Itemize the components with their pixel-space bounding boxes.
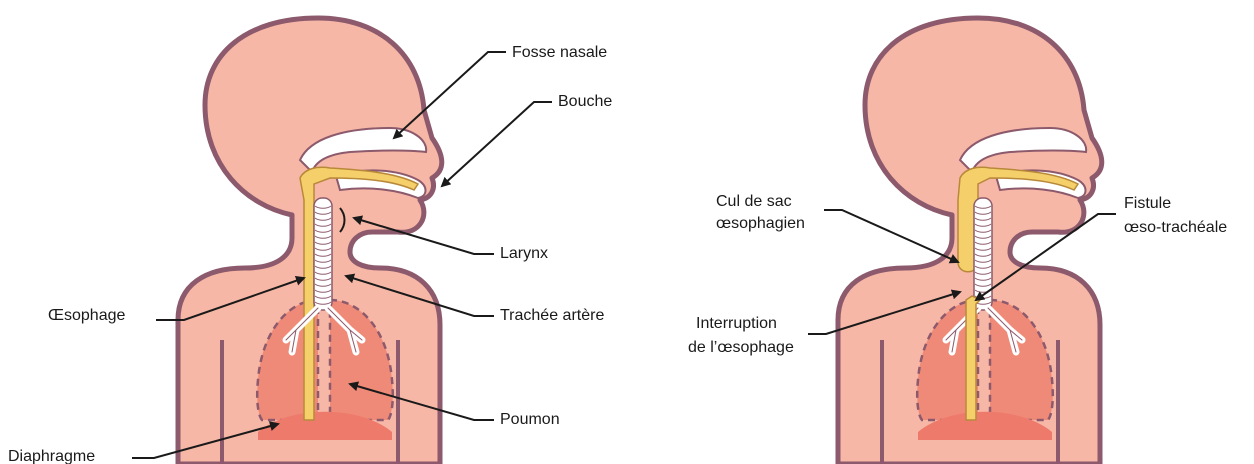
label-nasal: Fosse nasale <box>512 44 607 61</box>
leader-larynx <box>354 218 494 254</box>
leader-pouch <box>824 210 958 262</box>
normal-anatomy-figure <box>178 18 442 464</box>
label-interruption-line1: Interruption <box>696 315 777 332</box>
trachea <box>314 198 332 310</box>
label-larynx: Larynx <box>500 245 548 262</box>
label-trachea: Trachée artère <box>500 307 604 324</box>
atresia-figure <box>838 18 1102 464</box>
label-interruption-line2: de l’œsophage <box>688 339 794 356</box>
label-lung: Poumon <box>500 411 560 428</box>
label-pouch-line1: Cul de sac <box>716 193 792 210</box>
label-diaphragm: Diaphragme <box>8 448 95 464</box>
label-esophagus: Œsophage <box>48 307 125 324</box>
leader-mouth <box>442 102 552 186</box>
label-fistula-line2: œso-trachéale <box>1124 219 1227 236</box>
label-mouth: Bouche <box>558 93 612 110</box>
label-pouch-line2: œsophagien <box>716 215 805 232</box>
label-fistula-line1: Fistule <box>1124 195 1171 212</box>
trachea-right <box>974 198 992 310</box>
